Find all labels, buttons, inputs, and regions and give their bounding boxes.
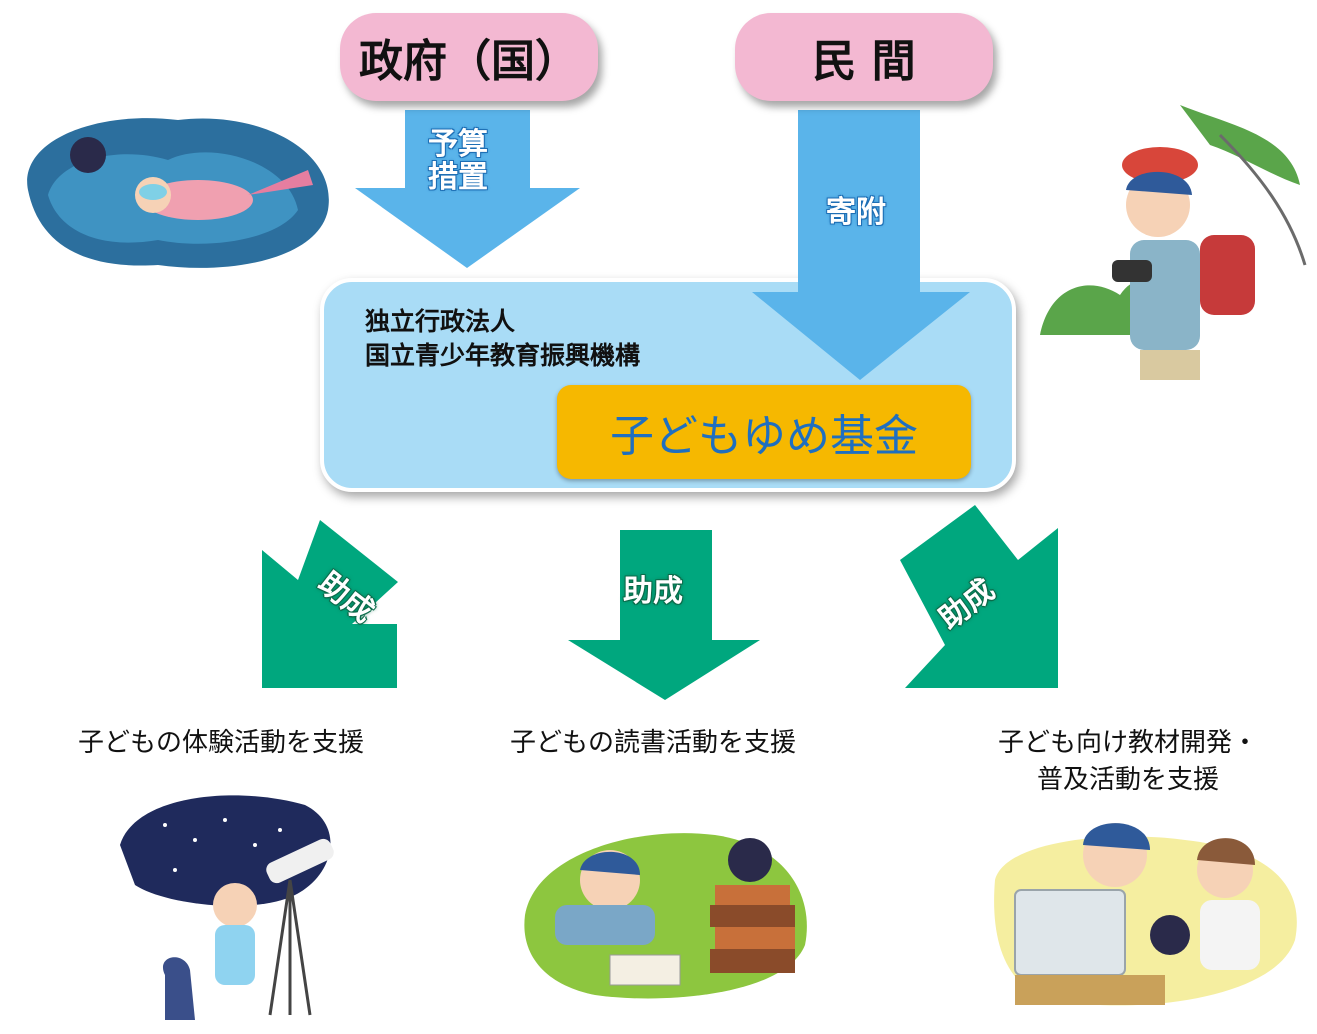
grant-arrow-right <box>900 505 1058 688</box>
government-pill: 政府（国） <box>340 13 598 101</box>
grant-label-center: 助成 <box>623 574 683 609</box>
caption-materials: 子ども向け教材開発・ 普及活動を支援 <box>978 722 1278 796</box>
donation-arrow <box>752 110 970 380</box>
fund-box: 子どもゆめ基金 <box>557 385 971 479</box>
donation-label: 寄附 <box>826 195 886 230</box>
private-pill: 民 間 <box>735 13 993 101</box>
snorkeling-illustration <box>27 118 329 268</box>
caption-experience: 子どもの体験活動を支援 <box>78 728 365 758</box>
budget-label-line1: 予算 <box>428 127 488 162</box>
caption-materials-line1: 子ども向け教材開発・ <box>997 728 1258 758</box>
organization-name: 独立行政法人 国立青少年教育振興機構 <box>365 305 640 373</box>
government-label: 政府（国） <box>359 36 579 87</box>
hiking-illustration <box>1040 105 1307 380</box>
caption-reading: 子どもの読書活動を支援 <box>510 728 797 758</box>
budget-label: 予算 措置 <box>428 128 488 194</box>
budget-label-line2: 措置 <box>428 160 488 195</box>
reading-illustration <box>524 833 807 999</box>
grant-arrow-left <box>262 520 398 688</box>
computer-illustration <box>994 823 1297 1006</box>
stargazing-illustration <box>120 795 334 1020</box>
fund-label: 子どもゆめ基金 <box>610 411 918 462</box>
grant-arrow-center <box>568 530 760 700</box>
private-label: 民 間 <box>812 36 916 87</box>
organization-line1: 独立行政法人 <box>365 307 516 336</box>
organization-line2: 国立青少年教育振興機構 <box>365 341 641 370</box>
budget-arrow <box>355 110 580 268</box>
caption-materials-line2: 普及活動を支援 <box>1036 765 1219 795</box>
